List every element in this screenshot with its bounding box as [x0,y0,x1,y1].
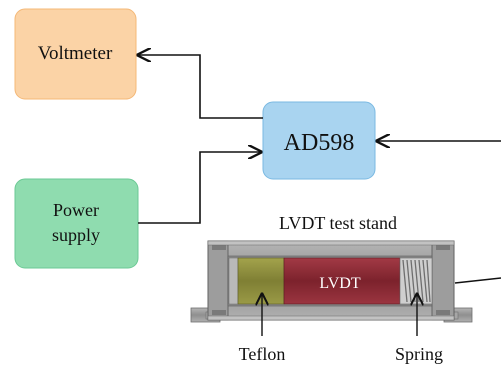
power-supply-box [14,178,139,269]
left-guide [228,257,239,305]
teflon-segment [237,257,285,305]
teflon-label: Teflon [239,344,286,364]
lvdt-body [283,257,401,305]
lvdt-label: LVDT [319,275,360,292]
right-end-cap-slot-top [436,245,450,250]
spring-label: Spring [395,344,443,364]
right-end-cap [431,240,455,321]
right-end-cap-slot-bottom [436,310,450,315]
lvdt-test-stand: LVDT [190,240,473,323]
left-end-cap-slot-bottom [212,310,226,315]
ad598-block: AD598 [262,101,376,180]
power-supply-block: Power supply [14,178,139,269]
test-stand-title: LVDT test stand [279,213,397,233]
housing-top-rim [207,240,455,246]
power-supply-label-line2: supply [52,225,100,245]
left-end-cap-slot-top [212,245,226,250]
housing-bottom-rim [207,315,455,321]
power-supply-label-line1: Power [53,200,99,220]
voltmeter-box [14,8,137,100]
stand-output-wire [454,277,501,284]
voltmeter-label: Voltmeter [38,43,113,64]
ad598-to-voltmeter-arrow [138,55,263,119]
left-end-cap [207,240,229,321]
voltmeter-block: Voltmeter [14,8,137,100]
power-supply-to-ad598-arrow [138,152,261,224]
ad598-box [262,101,376,180]
ad598-label: AD598 [284,130,355,156]
